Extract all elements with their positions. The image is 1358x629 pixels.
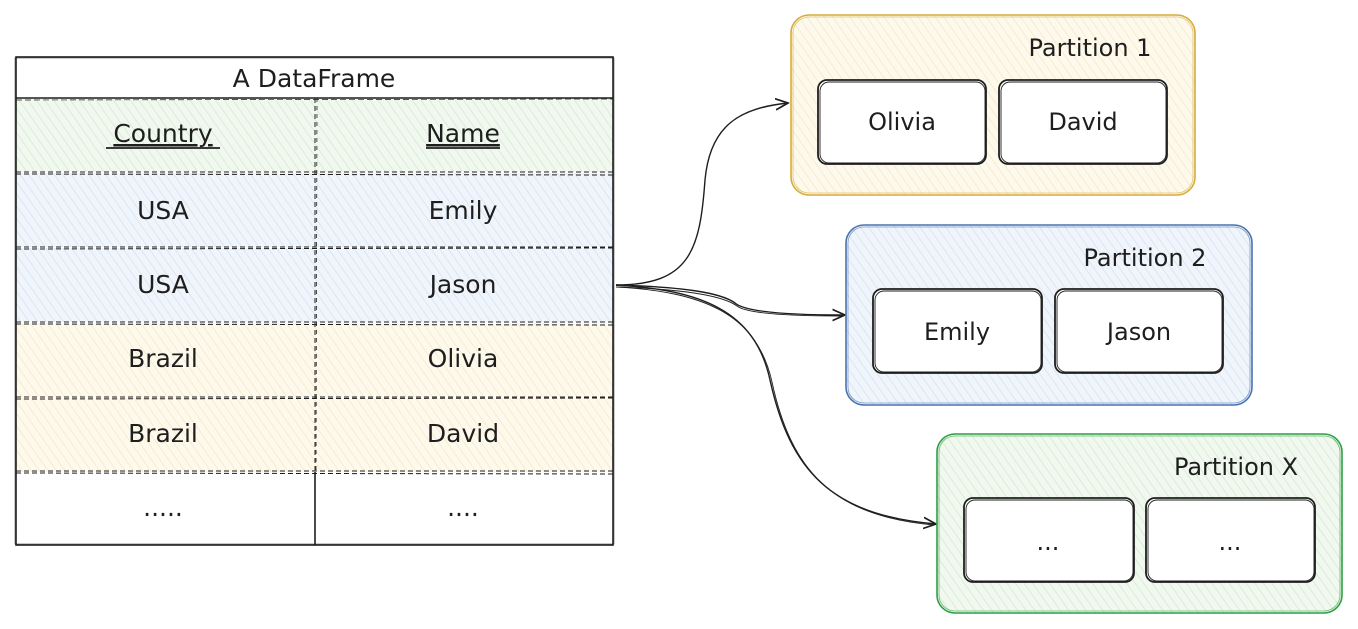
cell-country: Brazil [128,344,198,373]
partition-item: Emily [872,288,1043,374]
cell-name: Emily [429,196,498,225]
cell-name: Olivia [428,344,499,373]
cell-name: .... [447,493,479,522]
partition-item: Olivia [817,79,987,165]
column-divider [314,97,318,545]
partition-item: ... [963,497,1135,583]
partition-2: Partition 2 Emily Jason [845,224,1253,406]
cell-country: USA [137,196,189,225]
table-row: Brazil Olivia [128,344,498,373]
header-name: Name [426,119,500,148]
table-row: USA Emily [137,196,497,225]
arrows [615,103,936,525]
cell-name: Jason [428,270,497,299]
dataframe-table: A DataFrame Country Name USA Emily USA J… [14,56,615,546]
cell-country: Brazil [128,419,198,448]
partition-2-title: Partition 2 [1084,244,1207,272]
table-row: ..... .... [143,493,479,522]
row-bg-brazil-olivia [16,323,613,397]
arrow-to-partition-2 [615,284,845,315]
partition-item-label: David [1048,108,1117,136]
partition-item-label: Jason [1105,318,1171,346]
partition-x-title: Partition X [1174,453,1298,481]
partition-item: Jason [1054,288,1224,374]
cell-name: David [427,419,499,448]
partition-item-label: Emily [924,318,990,346]
partition-1-title: Partition 1 [1029,34,1152,62]
arrow-to-partition-1 [615,103,788,286]
partition-1: Partition 1 Olivia David [790,14,1196,196]
cell-country: USA [137,270,189,299]
table-row: Brazil David [128,419,499,448]
partition-item-label: ... [1219,528,1242,556]
cell-country: ..... [143,493,183,522]
partition-item-label: Olivia [868,108,936,136]
partition-item: ... [1145,497,1316,583]
partition-item-label: ... [1037,528,1060,556]
table-row: USA Jason [137,270,496,299]
partition-item: David [998,79,1168,165]
partition-x: Partition X ... ... [936,433,1343,614]
header-country: Country [113,119,213,148]
dataframe-title: A DataFrame [233,64,396,93]
